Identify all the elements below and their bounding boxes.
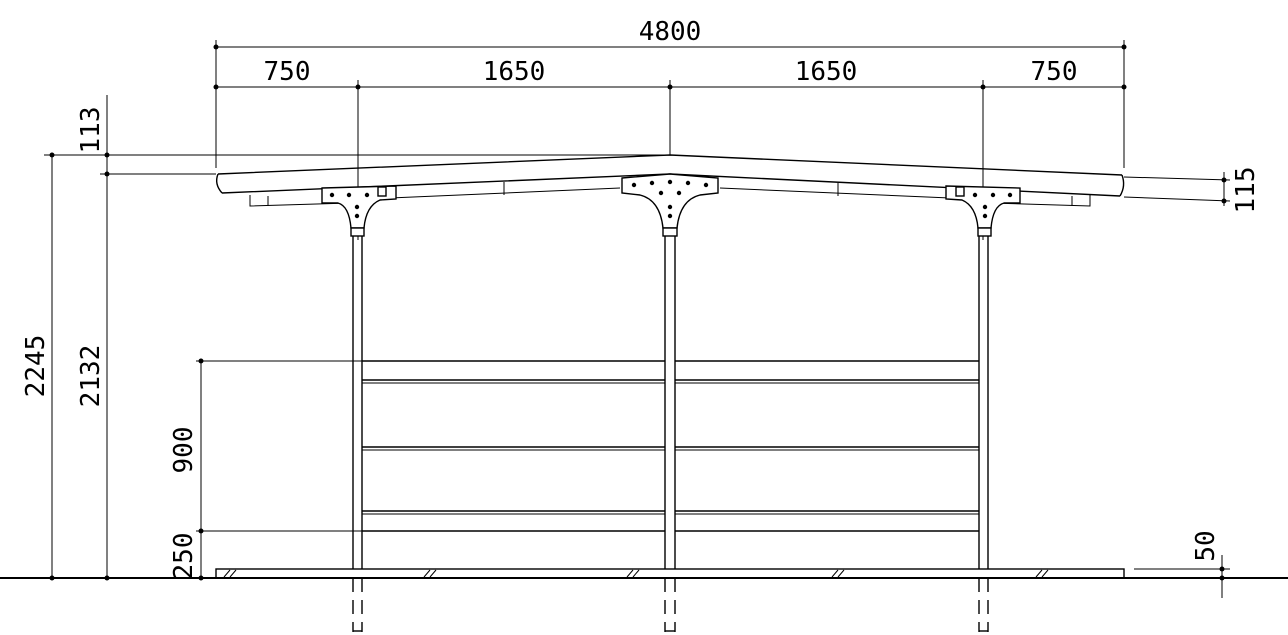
- ground-and-base: [0, 568, 1288, 579]
- dim-bottom-rail-height: 250: [169, 533, 199, 580]
- dim-total-width: 4800: [639, 17, 702, 47]
- dim-rail-height: 900: [169, 427, 199, 474]
- post-footings: [352, 578, 989, 632]
- post-center: [664, 236, 676, 569]
- dim-span-left: 1650: [483, 57, 546, 87]
- post-right: [978, 236, 989, 569]
- base-hatching: [223, 569, 1049, 578]
- post-left: [352, 236, 363, 569]
- bracket-center: [621, 173, 719, 237]
- right-dimension-chain: 115 50: [1123, 167, 1261, 598]
- dim-end-overhang-left: 750: [264, 57, 311, 87]
- dim-base-height: 50: [1191, 530, 1221, 561]
- dim-span-right: 1650: [795, 57, 858, 87]
- left-dimension-chain: 113 2245 2132: [21, 95, 670, 581]
- bracket-right: [945, 185, 1021, 237]
- dim-roof-rise: 113: [76, 107, 106, 154]
- rails: [362, 360, 979, 532]
- dim-eave-height: 2132: [76, 345, 106, 408]
- dim-roof-thickness: 115: [1231, 167, 1261, 214]
- dim-total-height: 2245: [21, 335, 51, 398]
- bracket-left: [321, 185, 397, 237]
- dim-end-overhang-right: 750: [1031, 57, 1078, 87]
- rail-dimension-chain: 900 250: [169, 358, 362, 581]
- top-dimension-chain: 4800 750 1650 1650 750: [213, 17, 1127, 240]
